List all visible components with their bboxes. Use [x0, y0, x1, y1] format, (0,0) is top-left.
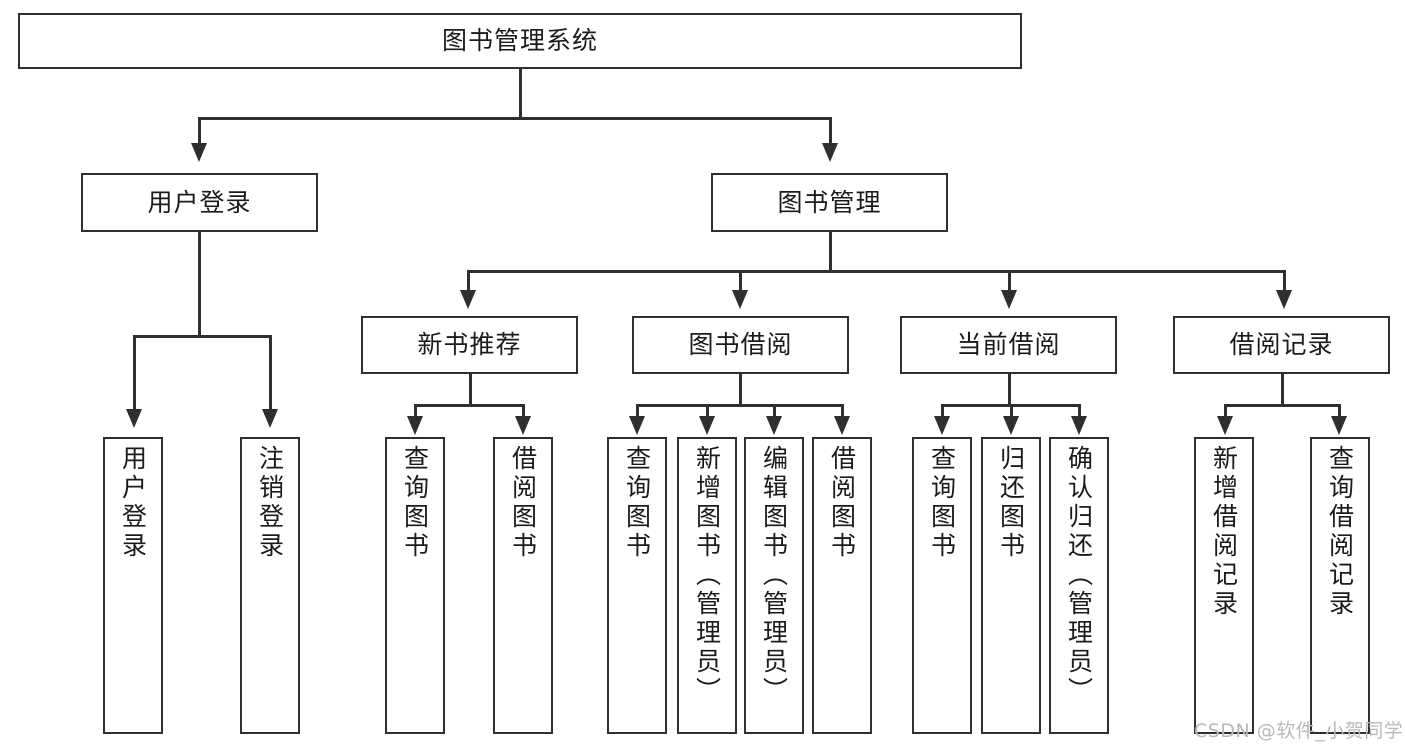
leaf-current-borrow-2[interactable]: 归还图书 [981, 437, 1041, 734]
leaf-user-login-1[interactable]: 用户登录 [103, 437, 163, 734]
arrowhead-book-borrow-leaf-1 [629, 416, 645, 435]
leaf-book-borrow-3[interactable]: 编辑图书（管理员） [744, 437, 804, 734]
node-label: 新增图书（管理员） [692, 445, 722, 706]
connector-user-login-to-leaf-2 [269, 335, 272, 411]
connector-current-borrow-stem [1008, 374, 1011, 406]
connector-book-mgmt-stem [829, 232, 832, 270]
node-label: 图书借阅 [688, 330, 793, 360]
arrowhead-book-borrow-leaf-4 [834, 416, 850, 435]
node-label: 图书管理系统 [441, 26, 598, 56]
connector-bus-to-current-borrow [1008, 270, 1011, 292]
connector-user-login-stem [198, 232, 201, 337]
watermark-csdn: CSDN @软件_小贺同学 [1194, 720, 1404, 742]
leaf-borrow-record-1[interactable]: 新增借阅记录 [1194, 437, 1254, 734]
connector-new-book-stem [469, 374, 472, 406]
connector-root-to-user-login [198, 117, 201, 145]
node-label: 查询借阅记录 [1325, 445, 1355, 619]
connector-borrow-record-to-leaf-2 [1338, 404, 1341, 418]
connector-book-mgmt-bus [467, 270, 1285, 273]
arrowhead-new-book [460, 290, 476, 309]
arrowhead-book-borrow [732, 290, 748, 309]
arrowhead-root-to-user-login [191, 143, 207, 162]
node-label: 借阅记录 [1229, 330, 1334, 360]
node-current-borrow[interactable]: 当前借阅 [900, 316, 1117, 374]
connector-borrow-record-stem [1281, 374, 1284, 406]
connector-new-book-to-leaf-1 [414, 404, 417, 418]
connector-borrow-record-bus [1224, 404, 1340, 407]
arrowhead-borrow-record-leaf-2 [1331, 416, 1347, 435]
leaf-book-borrow-2[interactable]: 新增图书（管理员） [677, 437, 737, 734]
leaf-book-borrow-1[interactable]: 查询图书 [607, 437, 667, 734]
node-label: 新增借阅记录 [1209, 445, 1239, 619]
node-root-system[interactable]: 图书管理系统 [18, 13, 1022, 69]
node-label: 新书推荐 [417, 330, 522, 360]
node-user-login[interactable]: 用户登录 [81, 173, 318, 232]
leaf-book-borrow-4[interactable]: 借阅图书 [812, 437, 872, 734]
arrowhead-book-borrow-leaf-2 [699, 416, 715, 435]
node-label: 归还图书 [996, 445, 1026, 561]
leaf-borrow-record-2[interactable]: 查询借阅记录 [1310, 437, 1370, 734]
connector-book-borrow-to-leaf-2 [706, 404, 709, 418]
connector-root-bus [198, 117, 831, 120]
node-label: 查询图书 [400, 445, 430, 561]
leaf-new-book-1[interactable]: 查询图书 [385, 437, 445, 734]
connector-new-book-bus [414, 404, 524, 407]
connector-current-borrow-to-leaf-2 [1010, 404, 1013, 418]
connector-bus-to-new-book [467, 270, 470, 292]
node-label: 确认归还（管理员） [1064, 445, 1094, 706]
node-label: 图书管理 [777, 187, 882, 217]
arrowhead-book-borrow-leaf-3 [766, 416, 782, 435]
connector-borrow-record-to-leaf-1 [1224, 404, 1227, 418]
node-borrow-record[interactable]: 借阅记录 [1173, 316, 1390, 374]
node-label: 借阅图书 [508, 445, 538, 561]
connector-new-book-to-leaf-2 [522, 404, 525, 418]
arrowhead-current-borrow [1001, 290, 1017, 309]
leaf-new-book-2[interactable]: 借阅图书 [493, 437, 553, 734]
node-book-management[interactable]: 图书管理 [711, 173, 948, 232]
connector-current-borrow-to-leaf-3 [1078, 404, 1081, 418]
connector-bus-to-book-borrow [739, 270, 742, 292]
arrowhead-current-borrow-leaf-1 [934, 416, 950, 435]
leaf-user-login-2[interactable]: 注销登录 [240, 437, 300, 734]
arrowhead-user-login-leaf-2 [262, 409, 278, 428]
arrowhead-root-to-book-mgmt [822, 143, 838, 162]
node-label: 编辑图书（管理员） [759, 445, 789, 706]
arrowhead-borrow-record-leaf-1 [1217, 416, 1233, 435]
connector-book-borrow-to-leaf-4 [841, 404, 844, 418]
node-book-borrow[interactable]: 图书借阅 [632, 316, 849, 374]
arrowhead-current-borrow-leaf-3 [1071, 416, 1087, 435]
node-new-book-recommend[interactable]: 新书推荐 [361, 316, 578, 374]
node-label: 注销登录 [255, 445, 285, 561]
connector-user-login-to-leaf-1 [133, 335, 136, 411]
connector-book-borrow-to-leaf-1 [636, 404, 639, 418]
node-label: 借阅图书 [827, 445, 857, 561]
connector-book-borrow-stem [739, 374, 742, 406]
leaf-current-borrow-3[interactable]: 确认归还（管理员） [1049, 437, 1109, 734]
node-label: 用户登录 [118, 445, 148, 561]
node-label: 查询图书 [622, 445, 652, 561]
arrowhead-user-login-leaf-1 [126, 409, 142, 428]
connector-user-login-bus [133, 335, 271, 338]
node-label: 当前借阅 [956, 330, 1061, 360]
leaf-current-borrow-1[interactable]: 查询图书 [912, 437, 972, 734]
connector-current-borrow-to-leaf-1 [941, 404, 944, 418]
node-label: 用户登录 [147, 187, 252, 217]
arrowhead-borrow-record [1276, 290, 1292, 309]
connector-book-borrow-bus [636, 404, 843, 407]
connector-bus-to-borrow-record [1283, 270, 1286, 292]
arrowhead-new-book-leaf-1 [407, 416, 423, 435]
node-label: 查询图书 [927, 445, 957, 561]
connector-book-borrow-to-leaf-3 [773, 404, 776, 418]
arrowhead-new-book-leaf-2 [515, 416, 531, 435]
arrowhead-current-borrow-leaf-2 [1003, 416, 1019, 435]
connector-root-to-book-mgmt [829, 117, 832, 145]
connector-root-stem [519, 69, 522, 117]
